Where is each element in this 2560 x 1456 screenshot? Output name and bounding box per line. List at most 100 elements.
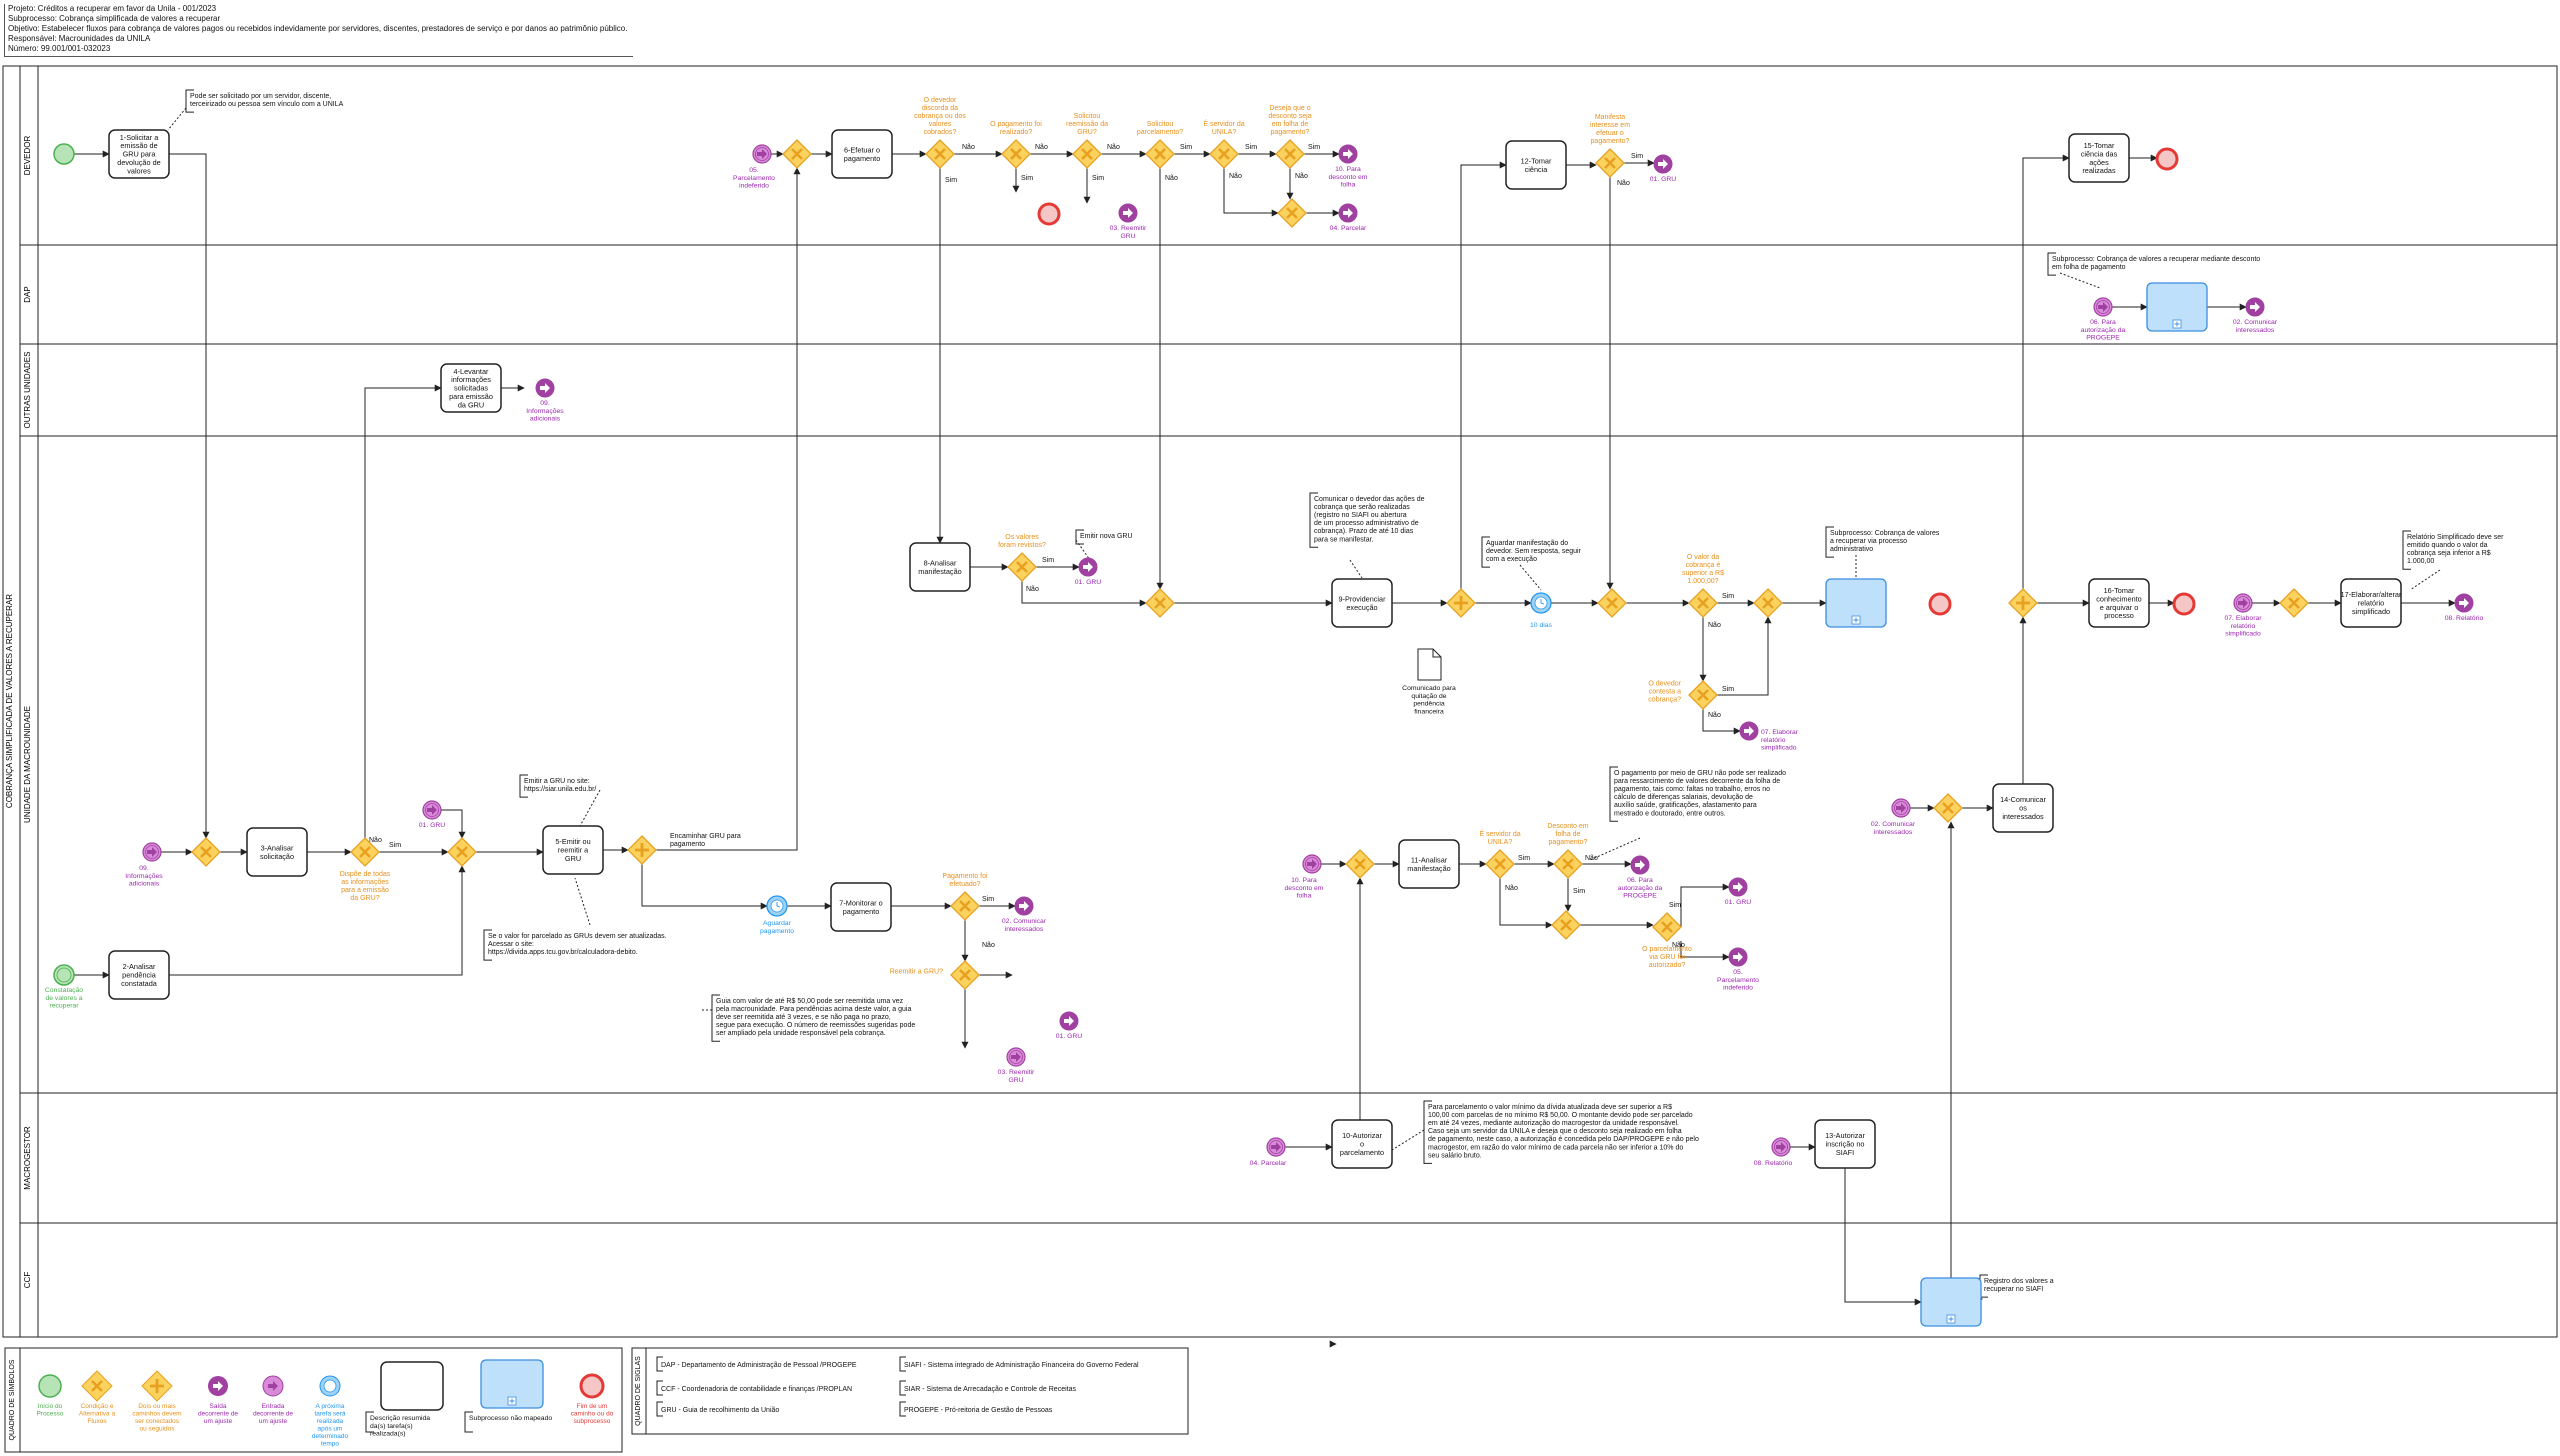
legend-box: [631, 1347, 1189, 1435]
annotation-bracket: [656, 1401, 663, 1417]
gateway-decision: [1652, 912, 1682, 942]
task-box: [831, 129, 893, 179]
gateway-decision: [1485, 849, 1515, 879]
association-line: [1391, 1129, 1425, 1151]
gateway-decision: [1553, 849, 1583, 879]
flow-label-yes: Sim: [1669, 902, 1681, 909]
annotation-bracket: [1075, 529, 1084, 545]
flow-label-yes: Sim: [1092, 175, 1104, 182]
annotation-bracket: [483, 929, 492, 961]
end-event: [1928, 592, 1952, 616]
association-line: [579, 789, 601, 827]
x-icon: [359, 846, 371, 858]
gateway-merge: [782, 139, 812, 169]
gateway-decision: [1595, 148, 1625, 178]
arrow-right-icon: [540, 383, 550, 393]
lane-unidade-macrounidade: [19, 435, 2558, 1094]
arrow-right-icon: [1733, 952, 1743, 962]
flow-label-yes: Sim: [1573, 888, 1585, 895]
annotation-text: Para parcelamento o valor mínimo da dívi…: [1428, 1104, 1699, 1159]
link-label: 01. GRU: [1075, 579, 1102, 586]
arrow-right-icon: [1271, 1142, 1281, 1152]
x-icon: [959, 900, 971, 912]
plus-icon: [635, 843, 649, 857]
task-box: [108, 129, 170, 179]
gateway-decision: [350, 837, 380, 867]
flow-label-yes: Sim: [1308, 144, 1320, 151]
flow-label-no: Não: [1672, 942, 1685, 949]
x-icon: [1218, 148, 1230, 160]
association-line: [574, 877, 591, 926]
timer-event: [766, 895, 788, 917]
association-line: [167, 107, 187, 131]
sequence-flow: [1499, 878, 1553, 929]
task-box: [108, 950, 170, 1000]
arrow-right-icon: [1658, 159, 1668, 169]
gateway-decision: [950, 891, 980, 921]
flow-label-no: Não: [1035, 144, 1048, 151]
document-object: [1417, 648, 1442, 681]
flow-label-yes: Sim: [1722, 593, 1734, 600]
legend-task-icon: [380, 1361, 444, 1411]
flow-label-yes: Sim: [1021, 175, 1033, 182]
link-inner-ring: [1305, 857, 1319, 871]
text-annotation: Para parcelamento o valor mínimo da dívi…: [1391, 1100, 1699, 1164]
sequence-flow: [169, 865, 466, 976]
link-inner-ring: [1894, 801, 1908, 815]
x-icon: [1606, 597, 1618, 609]
collapsed-subprocess: [2146, 282, 2208, 332]
link-event-throw: [2245, 297, 2265, 317]
link-label: 04. Parcelar: [1330, 225, 1367, 232]
link-inner-ring: [2096, 300, 2110, 314]
timer-label: 10 dias: [1530, 622, 1553, 629]
link-event-catch: [1302, 854, 1322, 874]
arrow-right-icon: [1776, 1142, 1786, 1152]
association-line: [1589, 837, 1641, 861]
arrow-right-icon: [1123, 208, 1133, 218]
sequence-flow: [641, 864, 768, 910]
link-event-throw: [1728, 947, 1748, 967]
flow-label-yes: Sim: [1245, 144, 1257, 151]
abbreviation-text: PROGEPE - Pró-reitoria de Gestão de Pess…: [904, 1407, 1053, 1414]
link-event-throw: [535, 378, 555, 398]
text-annotation: Subprocesso: Cobrança de valores a recup…: [2047, 252, 2260, 289]
gateway-decision: [1001, 139, 1031, 169]
gateway-merge: [447, 837, 477, 867]
clock-icon: [323, 1379, 337, 1393]
annotation-bracket: [1423, 1100, 1432, 1164]
flow-label-no: Não: [1229, 173, 1242, 180]
lane-ccf: [19, 1222, 2558, 1338]
arrow-right-icon: [1635, 860, 1645, 870]
legend-label: Subprocesso não mapeado: [469, 1415, 552, 1422]
plus-icon: [509, 1398, 515, 1404]
task-box: [2340, 578, 2402, 628]
association-line: [1075, 539, 1091, 561]
link-inner-ring: [1269, 1140, 1283, 1154]
link-event-throw: [1059, 1011, 1079, 1031]
x-icon: [934, 148, 946, 160]
link-event-throw: [1338, 203, 1358, 223]
link-inner-ring: [145, 845, 159, 859]
sequence-flow: [1223, 168, 1279, 217]
header-numero: Número: 99.001/001-032023: [8, 44, 111, 53]
link-event-throw: [1739, 721, 1759, 741]
link-event-throw: [2454, 593, 2474, 613]
x-icon: [1154, 597, 1166, 609]
arrow-right-icon: [2238, 598, 2248, 608]
